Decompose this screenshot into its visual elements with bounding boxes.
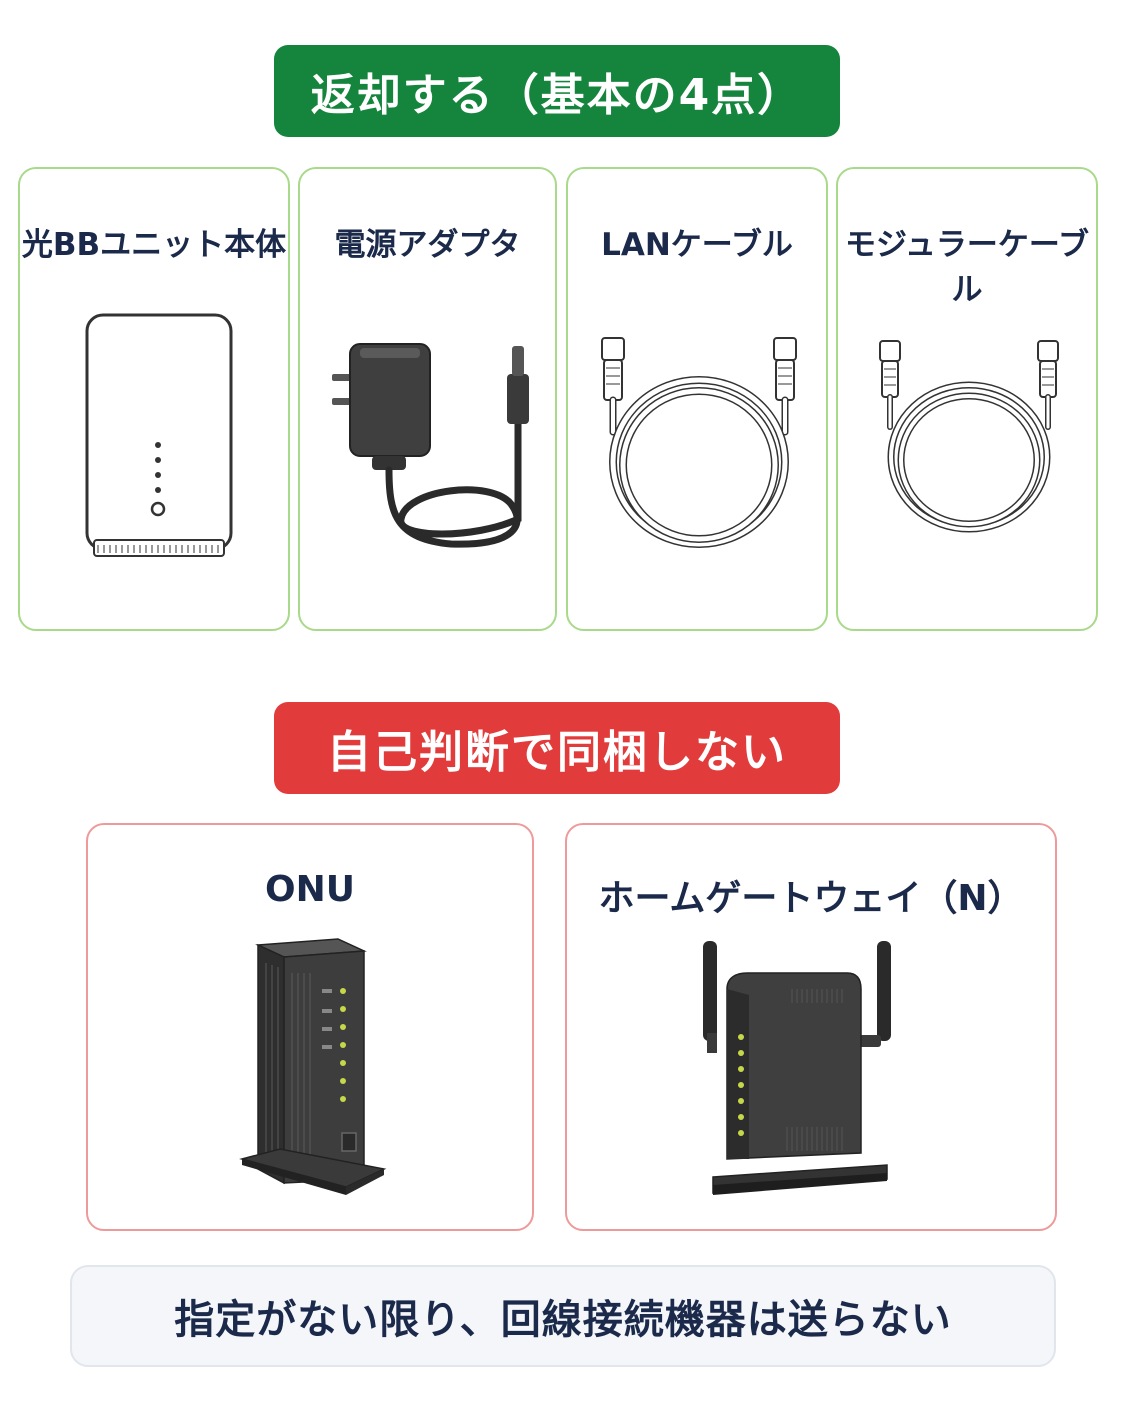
item-label: 電源アダプタ <box>334 227 521 263</box>
item-label: ホームゲートウェイ（N） <box>598 878 1024 919</box>
do-not-pack-item-home-gateway: ホームゲートウェイ（N） <box>565 823 1057 1231</box>
return-heading: 返却する（基本の4点） <box>274 45 840 137</box>
item-label: 光BBユニット本体 <box>21 227 287 263</box>
return-item-lan-cable: LANケーブル <box>566 167 828 631</box>
return-item-router-unit: 光BBユニット本体 <box>18 167 290 631</box>
item-label: モジュラーケーブル <box>845 227 1089 308</box>
footer-note: 指定がない限り、回線接続機器は送らない <box>70 1265 1056 1367</box>
modular-cable-icon <box>879 340 1059 533</box>
return-item-power-adapter: 電源アダプタ <box>298 167 557 631</box>
router-unit-icon <box>85 313 233 557</box>
do-not-pack-heading: 自己判断で同梱しない <box>274 702 840 794</box>
onu-device-icon <box>239 938 387 1195</box>
do-not-pack-item-onu: ONU <box>86 823 534 1231</box>
power-adapter-icon <box>332 343 529 548</box>
item-label: LANケーブル <box>601 227 793 263</box>
item-label: ONU <box>265 869 355 910</box>
return-item-modular-cable: モジュラーケーブル <box>836 167 1098 631</box>
lan-cable-icon <box>601 337 797 548</box>
home-gateway-icon <box>703 941 891 1195</box>
